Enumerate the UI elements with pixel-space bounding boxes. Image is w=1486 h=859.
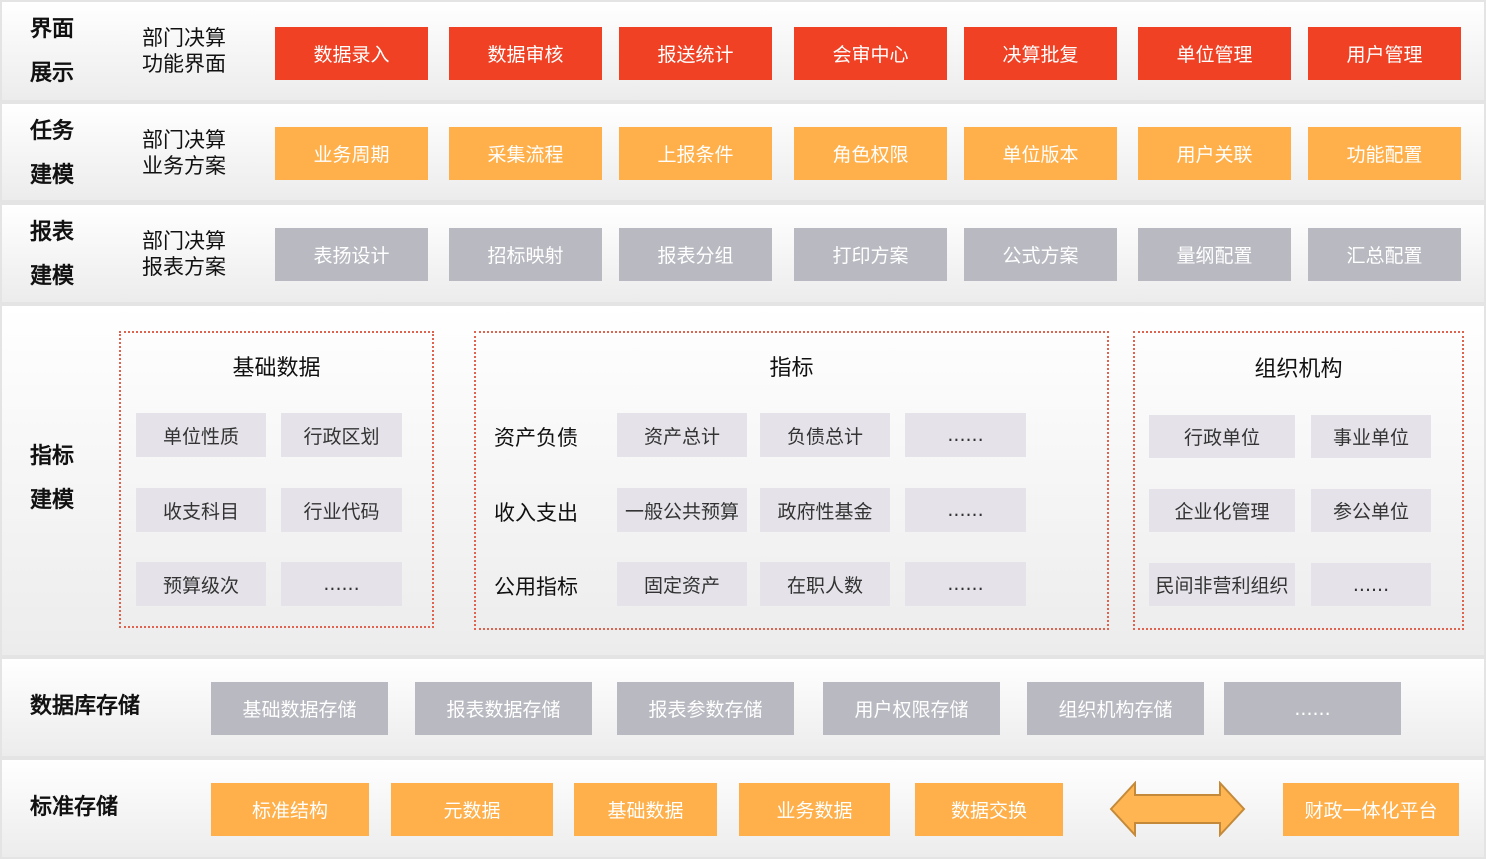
indicator-title-line1: 指标 [30, 444, 75, 469]
module-block: 角色权限 [794, 127, 947, 180]
index-cell: 在职人数 [760, 562, 890, 606]
index-cell: ...... [905, 562, 1026, 606]
module-block: 单位管理 [1138, 27, 1291, 80]
module-block: 单位版本 [964, 127, 1117, 180]
basic-data-box [119, 331, 434, 628]
standard-block: 标准结构 [211, 783, 369, 836]
index-cell: 负债总计 [760, 413, 890, 457]
index-cell: 资产总计 [617, 413, 747, 457]
indicator-title-line2: 建模 [30, 488, 75, 513]
module-block: 采集流程 [449, 127, 602, 180]
storage-block: 基础数据存储 [211, 682, 388, 735]
org-cell: 参公单位 [1311, 489, 1431, 532]
module-block: 汇总配置 [1308, 228, 1461, 281]
module-block: 用户管理 [1308, 27, 1461, 80]
layer-subtitle-line2: 业务方案 [142, 154, 226, 178]
module-block: 数据录入 [275, 27, 428, 80]
org-box-title: 组织机构 [1254, 357, 1343, 382]
standard-block: 基础数据 [574, 783, 717, 836]
basic-data-box-title: 基础数据 [232, 356, 321, 381]
module-block: 业务周期 [275, 127, 428, 180]
storage-block: 报表参数存储 [617, 682, 794, 735]
basic-data-cell: 收支科目 [136, 488, 266, 532]
index-cell: 固定资产 [617, 562, 747, 606]
database-title: 数据库存储 [30, 694, 141, 719]
index-row-label: 资产负债 [494, 426, 578, 450]
layer-subtitle-line1: 部门决算 [142, 128, 226, 152]
layer-title-line2: 展示 [30, 61, 75, 86]
module-block: 上报条件 [619, 127, 772, 180]
storage-block: 组织机构存储 [1027, 682, 1204, 735]
storage-block: 报表数据存储 [415, 682, 592, 735]
index-box-title: 指标 [769, 356, 814, 381]
index-cell: ...... [905, 413, 1026, 457]
basic-data-cell: ...... [281, 562, 402, 606]
org-cell: 事业单位 [1311, 415, 1431, 458]
index-cell: ...... [905, 488, 1026, 532]
org-box [1133, 331, 1464, 630]
module-block: 功能配置 [1308, 127, 1461, 180]
module-block: 决算批复 [964, 27, 1117, 80]
basic-data-cell: 预算级次 [136, 562, 266, 606]
layer-subtitle-line2: 报表方案 [142, 255, 226, 279]
standard-block: 业务数据 [739, 783, 890, 836]
layer-subtitle-line2: 功能界面 [142, 52, 226, 76]
org-cell: 民间非营利组织 [1149, 563, 1295, 606]
standard-block: 元数据 [391, 783, 553, 836]
index-box [474, 331, 1109, 630]
index-cell: 一般公共预算 [617, 488, 747, 532]
org-cell: 行政单位 [1149, 415, 1295, 458]
standard-title: 标准存储 [30, 795, 119, 820]
storage-block: ...... [1224, 682, 1401, 735]
org-cell: 企业化管理 [1149, 489, 1295, 532]
standard-block: 数据交换 [915, 783, 1063, 836]
storage-block: 用户权限存储 [823, 682, 1000, 735]
index-row-label: 公用指标 [494, 575, 578, 599]
double-arrow-icon [1109, 780, 1246, 838]
platform-block: 财政一体化平台 [1283, 783, 1459, 836]
index-row-label: 收入支出 [494, 501, 578, 525]
module-block: 数据审核 [449, 27, 602, 80]
module-block: 表扬设计 [275, 228, 428, 281]
module-block: 报表分组 [619, 228, 772, 281]
org-cell: ...... [1311, 563, 1431, 606]
module-block: 打印方案 [794, 228, 947, 281]
module-block: 量纲配置 [1138, 228, 1291, 281]
module-block: 用户关联 [1138, 127, 1291, 180]
basic-data-cell: 行政区划 [281, 413, 402, 457]
layer-title-line2: 建模 [30, 264, 75, 289]
layer-title-line1: 界面 [30, 17, 75, 42]
layer-title-line2: 建模 [30, 163, 75, 188]
module-block: 公式方案 [964, 228, 1117, 281]
layer-subtitle-line1: 部门决算 [142, 26, 226, 50]
layer-title-line1: 任务 [30, 119, 75, 144]
module-block: 报送统计 [619, 27, 772, 80]
layer-subtitle-line1: 部门决算 [142, 229, 226, 253]
basic-data-cell: 行业代码 [281, 488, 402, 532]
basic-data-cell: 单位性质 [136, 413, 266, 457]
module-block: 会审中心 [794, 27, 947, 80]
module-block: 招标映射 [449, 228, 602, 281]
index-cell: 政府性基金 [760, 488, 890, 532]
layer-title-line1: 报表 [30, 220, 75, 245]
